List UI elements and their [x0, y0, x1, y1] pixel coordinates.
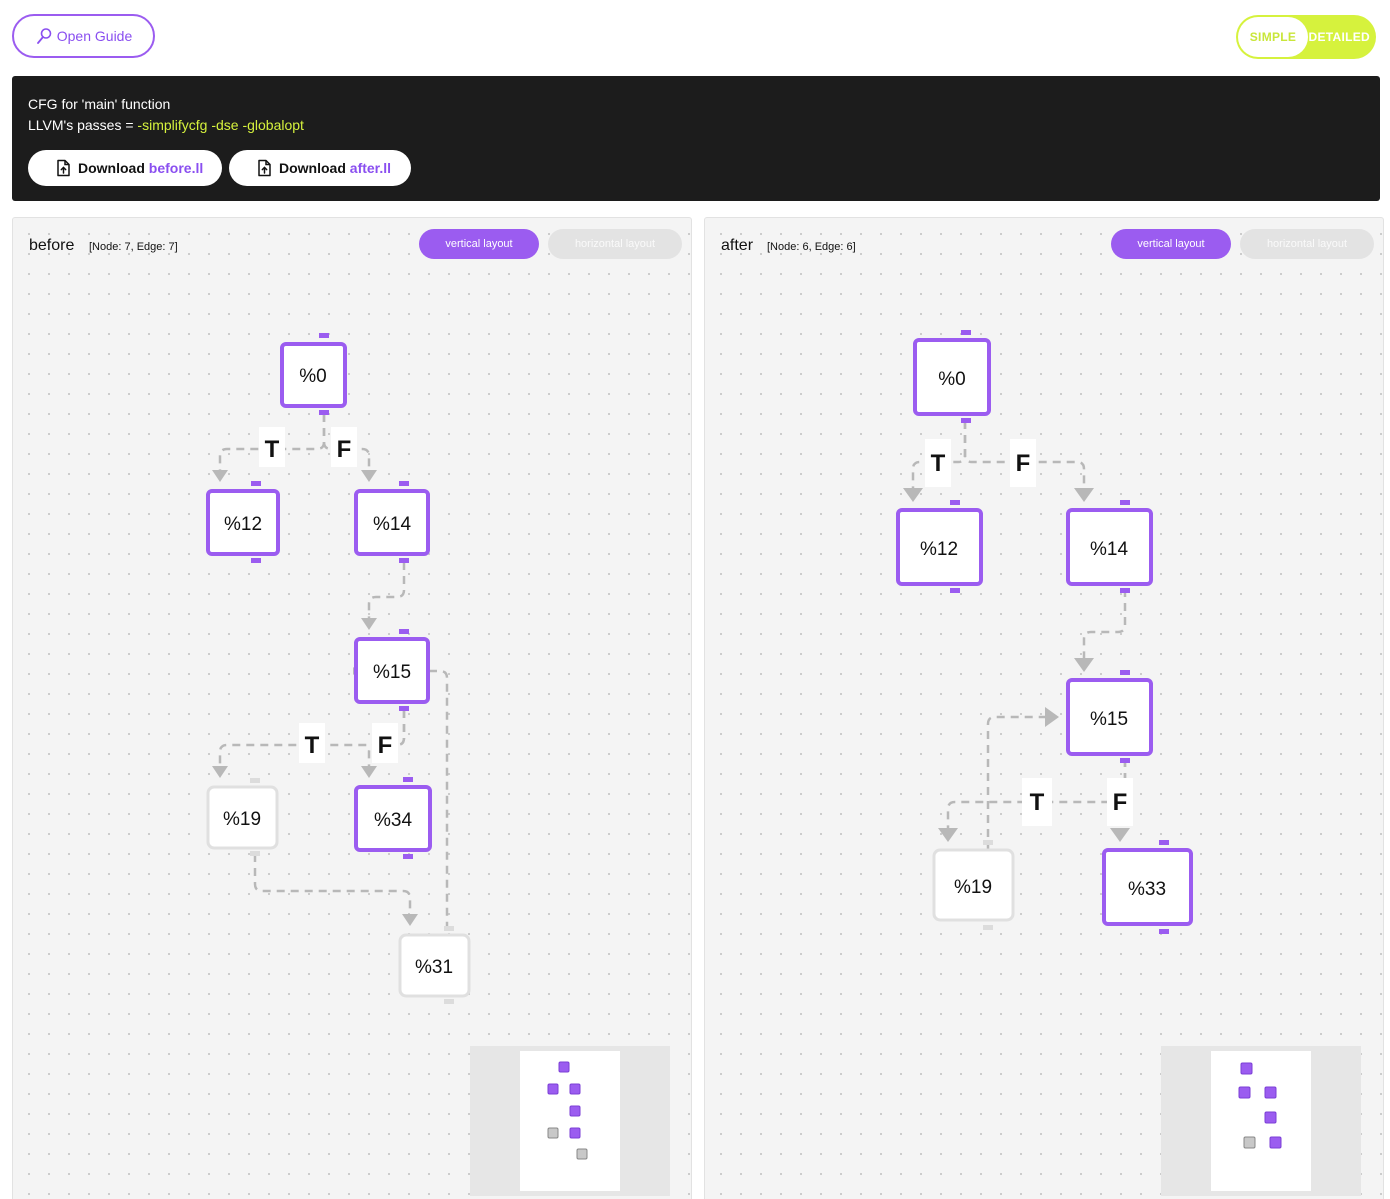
mode-simple-option[interactable]: SIMPLE: [1238, 17, 1308, 57]
before-edge-label-f2: F: [372, 723, 398, 763]
download-after-button[interactable]: Download after.ll: [229, 150, 411, 186]
after-panel-stats: [Node: 6, Edge: 6]: [767, 241, 856, 253]
svg-text:F: F: [1113, 789, 1128, 816]
before-edge-label-t1: T: [259, 427, 285, 467]
after-graph-canvas[interactable]: T F T F %0 %12 %14 %15: [705, 218, 1384, 1199]
after-node-12[interactable]: %12: [896, 500, 983, 593]
svg-text:%15: %15: [373, 662, 411, 683]
after-node-14[interactable]: %14: [1066, 500, 1153, 593]
after-edge-label-t2: T: [1022, 778, 1052, 826]
svg-text:F: F: [1016, 450, 1031, 477]
after-edge-label-t1: T: [925, 439, 951, 487]
before-node-31[interactable]: %31: [398, 926, 471, 1004]
passes-line: LLVM's passes = -simplifycfg -dse -globa…: [28, 117, 304, 133]
before-graph-panel[interactable]: T F T F %0 %12 %14 %1: [12, 217, 692, 1199]
after-minimap[interactable]: [1161, 1046, 1361, 1196]
after-minimap-nodes: [1238, 1062, 1282, 1149]
passes-prefix: LLVM's passes =: [28, 117, 138, 133]
svg-text:T: T: [931, 450, 946, 477]
before-vertical-layout-button[interactable]: vertical layout: [419, 229, 539, 259]
after-node-19[interactable]: %19: [932, 840, 1015, 930]
before-graph-canvas[interactable]: T F T F %0 %12 %14 %1: [13, 218, 692, 1199]
svg-text:%12: %12: [224, 514, 262, 535]
download-after-prefix: Download: [279, 160, 346, 176]
svg-text:F: F: [378, 732, 393, 759]
magnifier-icon: [36, 28, 52, 44]
svg-text:%19: %19: [954, 877, 992, 898]
svg-text:%0: %0: [299, 366, 326, 387]
after-vertical-layout-button[interactable]: vertical layout: [1111, 229, 1231, 259]
svg-text:%12: %12: [920, 539, 958, 560]
file-upload-icon: [57, 159, 70, 177]
after-edge-label-f2: F: [1107, 778, 1133, 826]
before-node-19[interactable]: %19: [206, 778, 279, 856]
svg-text:%34: %34: [374, 810, 412, 831]
after-panel-title: after: [721, 237, 754, 254]
before-node-12[interactable]: %12: [206, 481, 280, 563]
after-minimap-viewport: [1211, 1051, 1311, 1191]
before-minimap-viewport: [520, 1051, 620, 1191]
after-edge-label-f1: F: [1010, 439, 1036, 487]
before-node-14[interactable]: %14: [354, 481, 430, 563]
svg-text:T: T: [1030, 789, 1045, 816]
before-node-15[interactable]: %15: [354, 629, 430, 711]
before-minimap[interactable]: [470, 1046, 670, 1196]
svg-text:%31: %31: [415, 957, 453, 978]
svg-text:T: T: [305, 732, 320, 759]
after-graph-panel[interactable]: T F T F %0 %12 %14 %15: [704, 217, 1384, 1199]
svg-text:%0: %0: [938, 369, 965, 390]
svg-text:%33: %33: [1128, 879, 1166, 900]
file-upload-icon: [258, 159, 271, 177]
before-panel-stats: [Node: 7, Edge: 7]: [89, 241, 178, 253]
svg-text:%14: %14: [1090, 539, 1128, 560]
after-node-0[interactable]: %0: [913, 330, 991, 423]
open-guide-label: Open Guide: [56, 28, 133, 44]
passes-flags: -simplifycfg -dse -globalopt: [137, 117, 304, 133]
view-mode-toggle[interactable]: SIMPLE DETAILED: [1236, 15, 1376, 59]
after-arrowheads: [903, 488, 1130, 842]
open-guide-button[interactable]: Open Guide: [12, 14, 155, 58]
download-before-file: before.ll: [148, 160, 204, 176]
before-horizontal-layout-button[interactable]: horizontal layout: [548, 229, 682, 259]
after-node-15[interactable]: %15: [1066, 670, 1153, 763]
download-after-file: after.ll: [349, 160, 392, 176]
info-banner: CFG for 'main' function LLVM's passes = …: [12, 76, 1380, 201]
svg-text:F: F: [337, 436, 352, 463]
before-minimap-nodes: [547, 1061, 588, 1160]
svg-text:%14: %14: [373, 514, 411, 535]
before-edge-label-t2: T: [299, 723, 325, 763]
before-edge-label-f1: F: [331, 427, 357, 467]
before-node-34[interactable]: %34: [354, 777, 432, 859]
svg-text:%19: %19: [223, 809, 261, 830]
after-horizontal-layout-button[interactable]: horizontal layout: [1240, 229, 1374, 259]
before-panel-title: before: [29, 237, 75, 254]
after-node-33[interactable]: %33: [1102, 840, 1193, 934]
svg-text:T: T: [265, 436, 280, 463]
svg-text:%15: %15: [1090, 709, 1128, 730]
mode-detailed-option[interactable]: DETAILED: [1308, 30, 1370, 44]
download-before-prefix: Download: [78, 160, 145, 176]
cfg-title: CFG for 'main' function: [28, 96, 171, 112]
download-before-button[interactable]: Download before.ll: [28, 150, 222, 186]
before-node-0[interactable]: %0: [280, 333, 347, 415]
